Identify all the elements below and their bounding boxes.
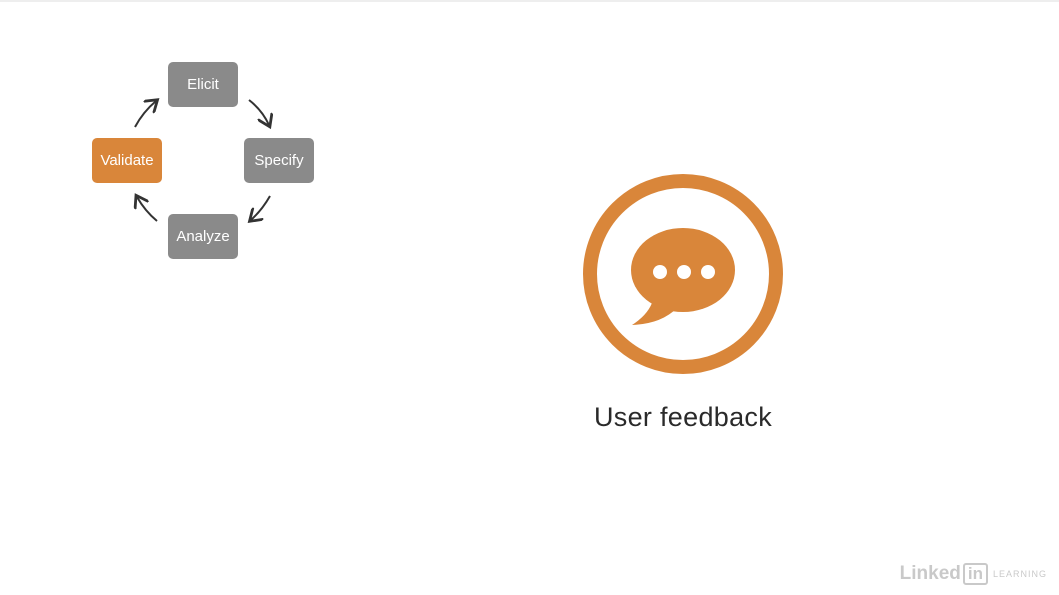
step-analyze: Analyze	[168, 214, 238, 259]
process-cycle-diagram: Elicit Specify Analyze Validate	[0, 0, 400, 300]
arrow-validate-to-elicit	[134, 101, 156, 128]
arrow-specify-to-analyze	[251, 195, 271, 220]
top-divider	[0, 0, 1059, 2]
brand-name: Linked	[899, 563, 961, 584]
step-elicit: Elicit	[168, 62, 238, 107]
step-label: Validate	[100, 152, 154, 169]
cycle-arrows	[0, 0, 400, 300]
brand-watermark: Linked in LEARNING	[900, 563, 1047, 585]
step-label: Analyze	[176, 228, 230, 245]
step-label: Specify	[254, 152, 304, 169]
arrow-analyze-to-validate	[137, 197, 158, 222]
feedback-caption: User feedback	[594, 402, 772, 432]
arrow-elicit-to-specify	[248, 99, 269, 125]
brand-logo-box: in	[962, 563, 988, 585]
step-label: Elicit	[187, 76, 219, 93]
brand-sub: LEARNING	[992, 569, 1047, 579]
step-validate: Validate	[92, 138, 162, 183]
step-specify: Specify	[244, 138, 314, 183]
speech-bubble-icon	[583, 174, 783, 374]
